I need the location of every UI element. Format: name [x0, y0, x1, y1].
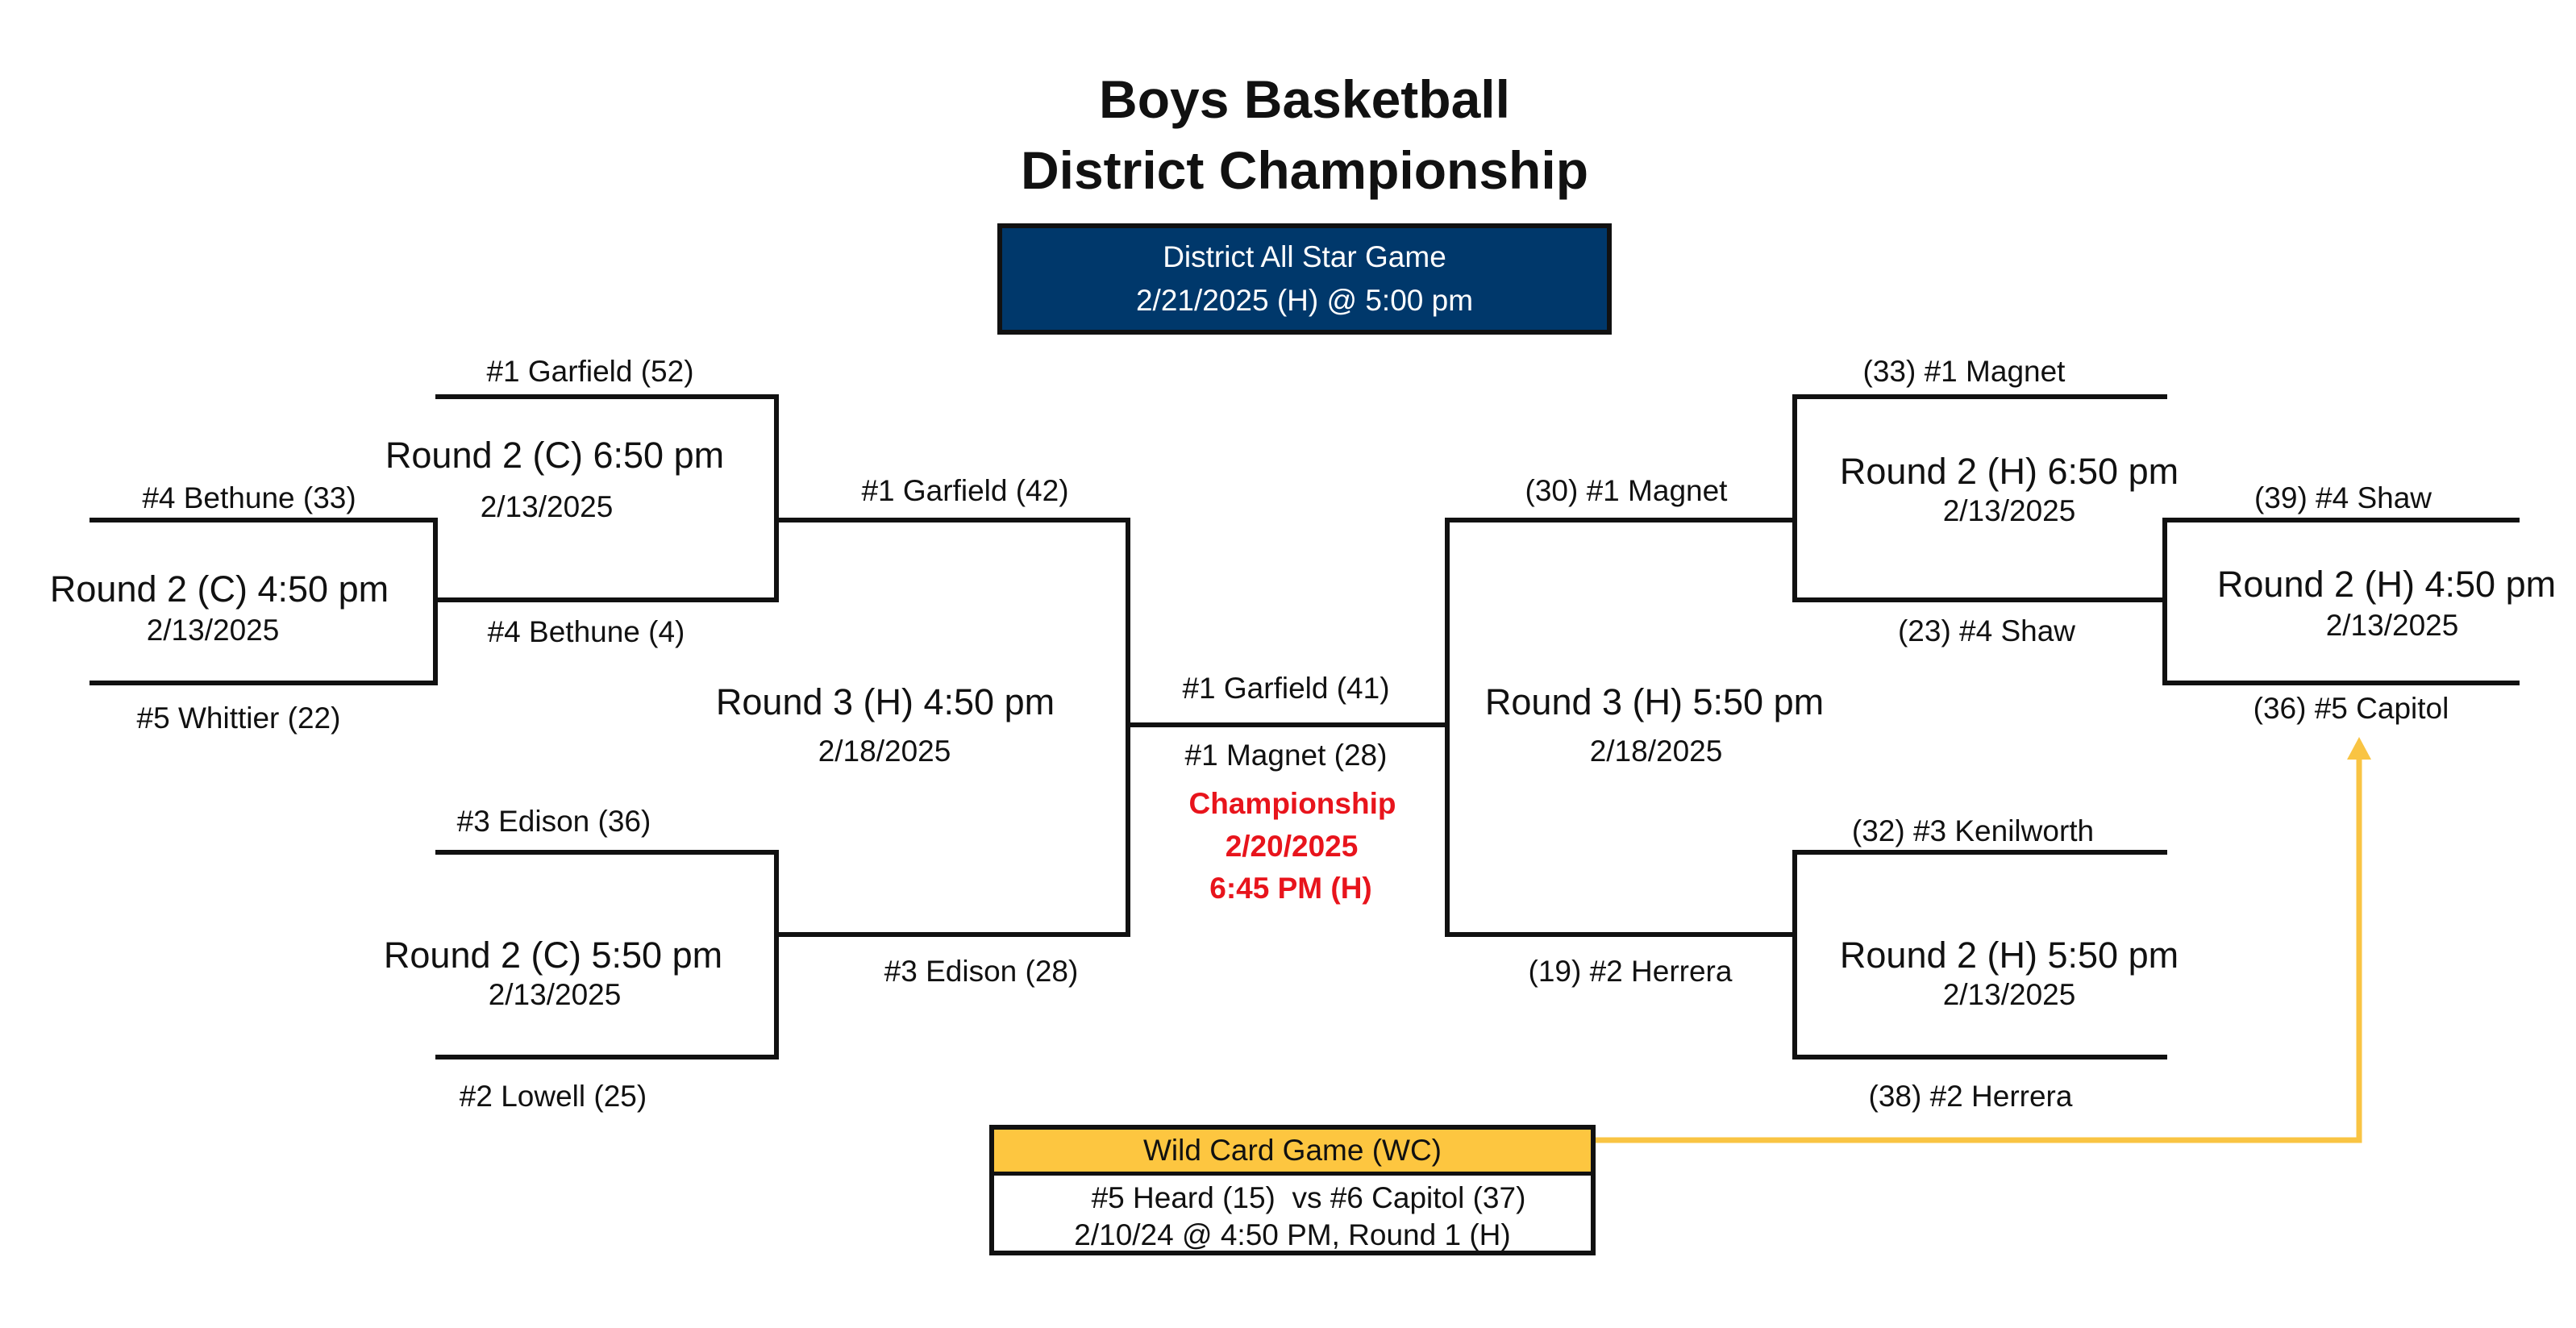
team-bethune-r2: #4 Bethune (4) [487, 615, 685, 648]
game-date-c450: 2/13/2025 [146, 614, 280, 647]
championship-label: Championship [1188, 787, 1396, 820]
game-label-c450: Round 2 (C) 4:50 pm [49, 568, 389, 610]
bracket-right-r2-bottom [1792, 850, 2167, 1059]
page-title-line2: District Championship [1020, 140, 1589, 200]
team-herrera-r2: (38) #2 Herrera [1868, 1080, 2073, 1113]
game-label-left-r3: Round 3 (H) 4:50 pm [715, 681, 1055, 722]
team-bethune-r1: #4 Bethune (33) [142, 481, 356, 514]
arrow-up-icon [2347, 737, 2371, 760]
all-star-game-when: 2/21/2025 (H) @ 5:00 pm [1135, 284, 1474, 317]
wild-card-title: Wild Card Game (WC) [994, 1130, 1591, 1176]
all-star-game-box: District All Star Game 2/21/2025 (H) @ 5… [997, 223, 1612, 335]
team-herrera-r3: (19) #2 Herrera [1528, 955, 1733, 988]
team-edison-r2: #3 Edison (36) [456, 805, 651, 838]
team-whittier: #5 Whittier (22) [136, 701, 341, 735]
team-garfield-r3: #1 Garfield (42) [861, 474, 1069, 507]
team-edison-r3: #3 Edison (28) [884, 955, 1079, 988]
bracket-left-r2-outer [89, 518, 438, 685]
game-date-left-r3: 2/18/2025 [818, 735, 951, 768]
bracket-right-r2-top [1792, 394, 2167, 602]
team-garfield-r2: #1 Garfield (52) [486, 355, 694, 388]
team-magnet-r3: (30) #1 Magnet [1525, 474, 1728, 507]
bracket-left-r2-bottom [435, 850, 779, 1059]
championship-team-top: #1 Garfield (41) [1182, 672, 1390, 705]
game-label-h550: Round 2 (H) 5:50 pm [1839, 935, 2179, 976]
team-magnet-r2: (33) #1 Magnet [1862, 355, 2066, 388]
all-star-game-name: District All Star Game [1163, 240, 1446, 273]
game-date-right-r3: 2/18/2025 [1589, 735, 1723, 768]
game-date-h450: 2/13/2025 [2325, 609, 2459, 642]
game-date-c550: 2/13/2025 [488, 978, 622, 1011]
game-label-right-r3: Round 3 (H) 5:50 pm [1484, 681, 1825, 722]
bracket-left-r3 [774, 518, 1130, 937]
wild-card-connector [1596, 737, 2371, 1143]
team-lowell: #2 Lowell (25) [459, 1080, 647, 1113]
page-title-line1: Boys Basketball [1099, 69, 1510, 129]
championship-date: 2/20/2025 [1225, 830, 1359, 863]
game-label-c650: Round 2 (C) 6:50 pm [385, 435, 725, 476]
team-shaw-r2: (23) #4 Shaw [1897, 614, 2076, 647]
game-label-c550: Round 2 (C) 5:50 pm [383, 935, 723, 976]
championship-time: 6:45 PM (H) [1209, 872, 1372, 905]
wild-card-game-box: Wild Card Game (WC) #5 Heard (15) vs #6 … [989, 1125, 1596, 1255]
bracket-right-r3 [1445, 518, 1797, 937]
wild-card-matchup: #5 Heard (15) vs #6 Capitol (37) [1091, 1181, 1526, 1214]
team-capitol-r1: (36) #5 Capitol [2253, 692, 2449, 725]
game-date-c650: 2/13/2025 [480, 490, 614, 523]
game-date-h550: 2/13/2025 [1942, 978, 2076, 1011]
game-label-h450: Round 2 (H) 4:50 pm [2216, 564, 2557, 605]
team-kenilworth: (32) #3 Kenilworth [1851, 814, 2095, 847]
championship-team-bottom: #1 Magnet (28) [1184, 739, 1388, 772]
wild-card-when: 2/10/24 @ 4:50 PM, Round 1 (H) [1074, 1218, 1511, 1251]
game-label-h650: Round 2 (H) 6:50 pm [1839, 451, 2179, 492]
game-date-h650: 2/13/2025 [1942, 494, 2076, 527]
bracket-right-r2-outer [2162, 518, 2520, 685]
team-shaw-r1: (39) #4 Shaw [2253, 481, 2432, 514]
bracket-left-r2-top [435, 394, 779, 602]
